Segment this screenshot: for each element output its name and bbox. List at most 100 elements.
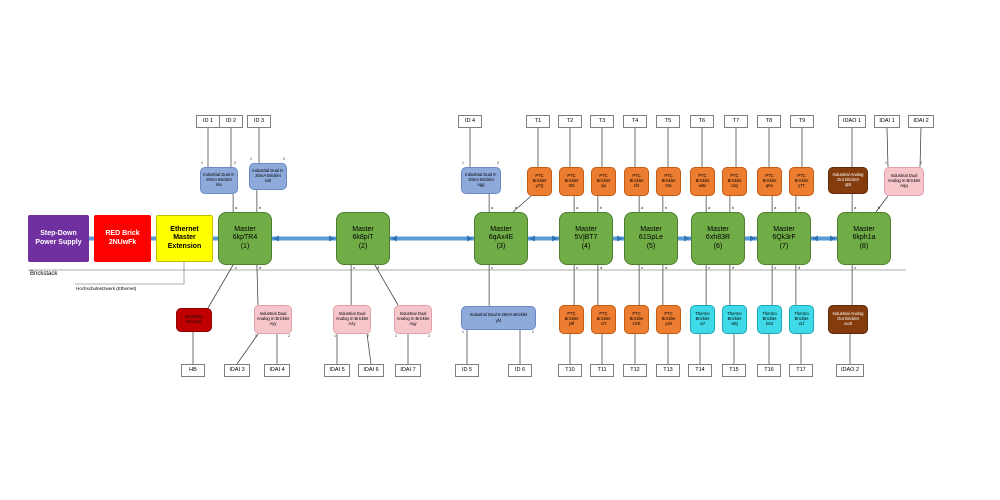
channel-2-label: 2	[497, 161, 499, 165]
bus-arrow	[329, 235, 335, 242]
port-c-label: c	[235, 265, 238, 270]
bricklet-name: PTC Bricklet	[629, 310, 644, 321]
bricklet-name: Humidity Bricklet	[185, 314, 203, 324]
port-a-label: a	[708, 205, 711, 210]
bricklet-name: Industrial Analog Out Bricklet	[832, 310, 864, 321]
sensor-tag-t3: T3	[590, 115, 614, 128]
brickstack-label: Brickstack	[30, 271, 58, 277]
sensor-tag-idai-2: IDAI 2	[908, 115, 934, 128]
port-c-label: c	[353, 265, 356, 270]
port-b-label: b	[599, 205, 603, 210]
sensor-tag-t10: T10	[558, 364, 582, 377]
bricklet-name: Thermo Bricklet	[794, 310, 809, 321]
bricklet-uid: r92	[568, 183, 575, 189]
sensor-tag-idai-6: IDAI 6	[358, 364, 384, 377]
bricklet-uid: zGE	[632, 321, 641, 327]
port-a-label: a	[491, 205, 494, 210]
tag-label: IDAO 1	[842, 118, 862, 125]
sensor-tag-id-6: ID 6	[508, 364, 532, 377]
bricklet-name: PTC Bricklet	[727, 172, 742, 183]
tag-label: T15	[729, 367, 739, 374]
port-c-label: c	[641, 265, 644, 270]
tag-label: T10	[565, 367, 575, 374]
port-d-label: d	[258, 265, 262, 270]
channel-2-label: 2	[532, 330, 534, 334]
bricklet-name: Industrial Dual 0-20mA Bricklet	[465, 171, 497, 182]
sensor-tag-t14: T14	[688, 364, 712, 377]
master-title: Master	[490, 226, 512, 234]
bricklet-name: PTC Bricklet	[564, 172, 579, 183]
bricklet-name: Industrial Dual Analog In Bricklet	[396, 310, 430, 321]
port-a-label: a	[235, 205, 238, 210]
connector-wire	[886, 127, 889, 168]
bus-arrow	[684, 235, 690, 242]
sensor-tag-t8: T8	[757, 115, 781, 128]
channel-1-label: 1	[201, 161, 203, 165]
tag-label: T17	[796, 367, 806, 374]
sensor-tag-t6: T6	[690, 115, 714, 128]
bus-arrow	[529, 235, 535, 242]
box-label: RED Brick 2NUwFk	[105, 230, 140, 246]
sensor-tag-id-2: ID 2	[219, 115, 243, 128]
connector-wire	[512, 195, 532, 213]
bricklet-uid: Ayy	[269, 321, 277, 327]
bricklet-uid: y7Q	[535, 183, 544, 189]
bricklet-name: Industrial Dual 0-20mA Bricklet	[469, 311, 528, 317]
sensor-tag-t16: T16	[757, 364, 781, 377]
port-d-label: d	[376, 265, 380, 270]
channel-1-label: 1	[250, 157, 252, 161]
bricklet-name: Industrial Dual Analog In Bricklet	[887, 172, 921, 183]
port-a-label: a	[854, 205, 857, 210]
bricklet-uid: i9u	[216, 182, 222, 188]
master-title: Master	[575, 226, 597, 234]
bricklet-uid: xju	[600, 183, 607, 189]
tag-label: T1	[534, 118, 542, 125]
sensor-tag-idai-1: IDAI 1	[874, 115, 900, 128]
sensor-tag-idai-3: IDAI 3	[224, 364, 250, 377]
bricklet-name: PTC Bricklet	[661, 172, 676, 183]
bricklet-uid: w5x	[698, 183, 707, 189]
connector-wire	[374, 264, 399, 306]
channel-2-label: 2	[367, 334, 369, 338]
humidity-bricklet: Humidity Bricklet	[176, 308, 212, 332]
port-d-label: d	[797, 265, 801, 270]
tag-label: T4	[631, 118, 639, 125]
master-uid: 61SpLe	[638, 234, 664, 242]
sensor-tag-t1: T1	[526, 115, 550, 128]
sensor-tag-t17: T17	[789, 364, 813, 377]
master-title: Master	[640, 226, 662, 234]
network-label: Hochschulnetzwerk (Ethernet)	[76, 286, 137, 291]
sensor-tag-idai-4: IDAI 4	[264, 364, 290, 377]
port-b-label: b	[664, 205, 668, 210]
connector-wire	[875, 195, 889, 213]
sensor-tag-t9: T9	[790, 115, 814, 128]
master-uid: 6kph1a	[852, 234, 876, 242]
tag-label: T13	[663, 367, 673, 374]
master-number: (1)	[240, 242, 250, 250]
bricklet-name: PTC Bricklet	[596, 310, 611, 321]
sensor-tag-t11: T11	[590, 364, 614, 377]
master-uid: 6qAx4E	[488, 234, 514, 242]
bricklet-uid: vu4t	[844, 321, 852, 327]
bricklet-uid: z9x	[665, 183, 672, 189]
port-a-label: a	[774, 205, 777, 210]
tag-label: IDAI 2	[913, 118, 929, 125]
tag-label: ID 1	[202, 118, 214, 125]
channel-1-label: 1	[462, 330, 464, 334]
tag-label: T8	[765, 118, 773, 125]
port-c-label: c	[774, 265, 777, 270]
sensor-tag-id-4: ID 4	[458, 115, 482, 128]
